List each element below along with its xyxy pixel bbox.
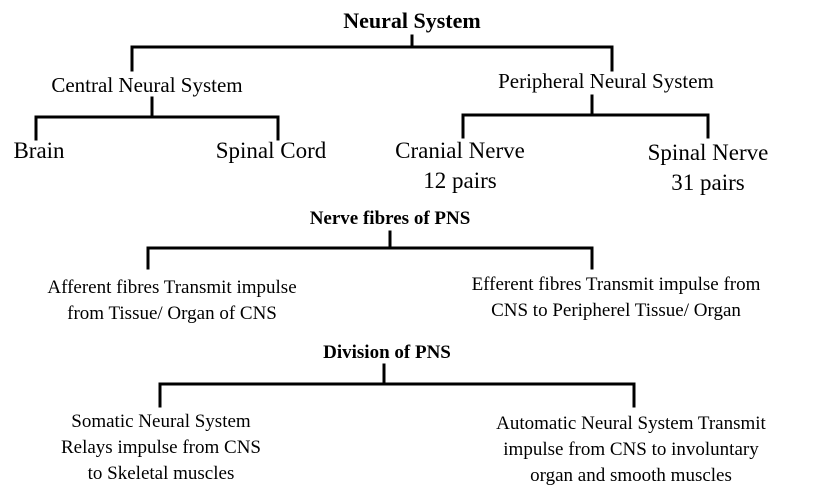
automatic-line: Automatic Neural System Transmit [496, 413, 766, 434]
node-automatic-neural-system: Automatic Neural System Transmit impulse… [440, 411, 822, 489]
node-cranial-nerve: Cranial Nerve 12 pairs [370, 136, 550, 196]
node-peripheral-neural-system: Peripheral Neural System [498, 69, 714, 93]
efferent-line: CNS to Peripherel Tissue/ Organ [491, 300, 741, 321]
node-somatic-neural-system: Somatic Neural System Relays impulse fro… [20, 409, 302, 487]
heading-nerve-fibres: Nerve fibres of PNS [309, 208, 471, 229]
node-spinal-cord: Spinal Cord [215, 138, 327, 163]
somatic-line: to Skeletal muscles [87, 463, 235, 484]
node-central-neural-system: Central Neural System [51, 73, 243, 97]
node-spinal-nerve: Spinal Nerve 31 pairs [620, 138, 796, 198]
heading-division-of-pns: Division of PNS [323, 342, 451, 363]
somatic-line: Relays impulse from CNS [60, 437, 262, 458]
node-afferent-fibres: Afferent fibres Transmit impulse from Ti… [0, 275, 344, 327]
node-efferent-fibres: Efferent fibres Transmit impulse from CN… [420, 272, 812, 324]
efferent-line: Efferent fibres Transmit impulse from [471, 274, 761, 295]
afferent-line: Afferent fibres Transmit impulse [47, 277, 297, 298]
automatic-line: impulse from CNS to involuntary [503, 439, 759, 460]
afferent-line: from Tissue/ Organ of CNS [67, 303, 277, 324]
automatic-line: organ and smooth muscles [530, 465, 732, 486]
spinal-nerve-name: Spinal Nerve [647, 140, 769, 165]
somatic-line: Somatic Neural System [71, 411, 251, 432]
cranial-nerve-name: Cranial Nerve [395, 138, 525, 163]
node-brain: Brain [13, 138, 65, 163]
spinal-nerve-pairs: 31 pairs [671, 170, 745, 195]
cranial-nerve-pairs: 12 pairs [423, 168, 497, 193]
diagram-title: Neural System [343, 8, 481, 33]
